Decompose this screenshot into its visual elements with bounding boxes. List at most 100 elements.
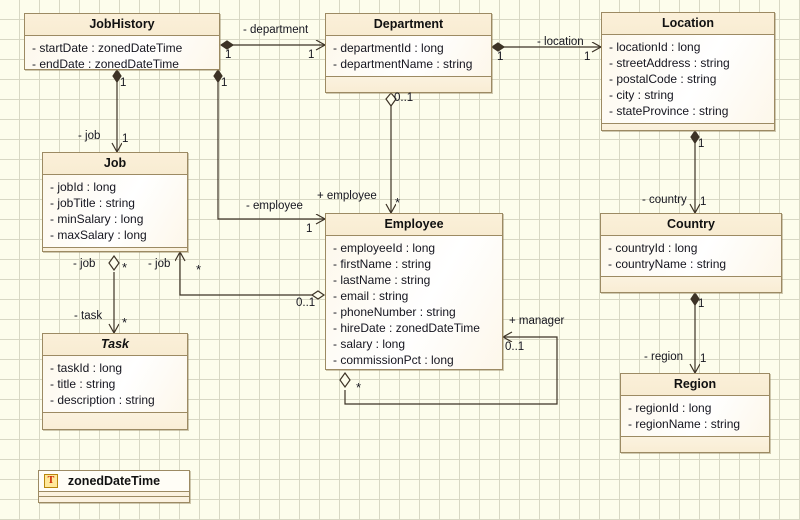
- mult-department-employee-source: 0..1: [394, 92, 414, 104]
- attribute-item: - city : string: [609, 88, 674, 102]
- mult-jobhistory-job-source: 1: [120, 77, 127, 89]
- mult-location-country-target: 1: [700, 196, 707, 208]
- attribute-item: - departmentId : long: [333, 41, 444, 55]
- mult-jobhistory-job-target: 1: [122, 133, 129, 145]
- filled-diamond-jobhistory-department: [219, 40, 235, 50]
- datatype-operations-compartment: [39, 497, 189, 502]
- attribute-item: - jobTitle : string: [50, 196, 135, 210]
- edge-jobhistory-employee: [217, 80, 325, 219]
- class-box-jobhistory[interactable]: JobHistory - startDate : zonedDateTime -…: [24, 13, 220, 70]
- mult-jobhistory-employee-source: 1: [221, 77, 228, 89]
- attribute-item: - postalCode : string: [609, 72, 717, 86]
- attribute-item: - employeeId : long: [333, 241, 436, 255]
- edge-label-manager-role: + manager: [509, 315, 565, 327]
- class-box-location[interactable]: Location - locationId : long - streetAdd…: [601, 12, 775, 131]
- attribute-item: - title : string: [50, 377, 116, 391]
- class-title-country: Country: [601, 214, 781, 236]
- mult-country-region-target: 1: [700, 353, 707, 365]
- attribute-item: - regionId : long: [628, 401, 712, 415]
- open-diamond-employee-manager: [339, 371, 351, 389]
- class-box-region[interactable]: Region - regionId : long - regionName : …: [620, 373, 770, 453]
- attribute-item: - startDate : zonedDateTime: [32, 41, 183, 55]
- class-title-task: Task: [43, 334, 187, 356]
- class-title-department: Department: [326, 14, 491, 36]
- attribute-item: - regionName : string: [628, 417, 741, 431]
- class-attributes-employee: - employeeId : long - firstName : string…: [326, 236, 502, 369]
- mult-job-task-target: *: [122, 315, 128, 330]
- open-diamond-job-task: [108, 254, 120, 272]
- filled-diamond-department-location: [490, 42, 506, 52]
- mult-job-task-source: *: [122, 260, 128, 275]
- edge-label-employee-role-from-department: + employee: [317, 190, 377, 202]
- edge-label-task-role: - task: [74, 310, 103, 322]
- class-box-employee[interactable]: Employee - employeeId : long - firstName…: [325, 213, 503, 370]
- class-box-task[interactable]: Task - taskId : long - title : string - …: [42, 333, 188, 430]
- mult-location-country-source: 1: [698, 138, 705, 150]
- class-operations-task: [43, 413, 187, 429]
- mult-department-location-target: 1: [584, 51, 591, 63]
- class-attributes-jobhistory: - startDate : zonedDateTime - endDate : …: [25, 36, 219, 70]
- class-box-job[interactable]: Job - jobId : long - jobTitle : string -…: [42, 152, 188, 252]
- mult-department-employee-target: *: [395, 195, 401, 210]
- class-attributes-location: - locationId : long - streetAddress : st…: [602, 35, 774, 124]
- datatype-T-icon: T: [44, 474, 58, 488]
- class-title-location: Location: [602, 13, 774, 35]
- attribute-item: - commissionPct : long: [333, 353, 454, 367]
- class-attributes-job: - jobId : long - jobTitle : string - min…: [43, 175, 187, 248]
- attribute-item: - stateProvince : string: [609, 104, 729, 118]
- mult-jobhistory-department-target: 1: [308, 49, 315, 61]
- attribute-item: - streetAddress : string: [609, 56, 730, 70]
- mult-employee-manager-target: 0..1: [505, 341, 525, 353]
- mult-employee-manager-source: *: [356, 380, 362, 395]
- attribute-item: - countryName : string: [608, 257, 727, 271]
- mult-jobhistory-department-source: 1: [225, 49, 232, 61]
- class-box-department[interactable]: Department - departmentId : long - depar…: [325, 13, 492, 93]
- mult-country-region-source: 1: [698, 298, 705, 310]
- attribute-item: - countryId : long: [608, 241, 698, 255]
- attribute-item: - locationId : long: [609, 40, 701, 54]
- class-title-region: Region: [621, 374, 769, 396]
- class-operations-department: [326, 77, 491, 92]
- edge-label-department-role: - department: [243, 24, 309, 36]
- attribute-item: - jobId : long: [50, 180, 117, 194]
- class-attributes-task: - taskId : long - title : string - descr…: [43, 356, 187, 413]
- class-operations-region: [621, 437, 769, 452]
- mult-jobhistory-employee-target: 1: [306, 223, 313, 235]
- attribute-item: - salary : long: [333, 337, 406, 351]
- attribute-item: - email : string: [333, 289, 409, 303]
- edge-label-region-role: - region: [644, 351, 683, 363]
- attribute-item: - firstName : string: [333, 257, 432, 271]
- attribute-item: - lastName : string: [333, 273, 431, 287]
- class-attributes-country: - countryId : long - countryName : strin…: [601, 236, 781, 277]
- attribute-item: - departmentName : string: [333, 57, 473, 71]
- datatype-box-zoneddatetime[interactable]: T zonedDateTime: [38, 470, 190, 503]
- datatype-attributes-compartment: [39, 492, 189, 497]
- attribute-item: - minSalary : long: [50, 212, 144, 226]
- class-operations-location: [602, 124, 774, 130]
- attribute-item: - maxSalary : long: [50, 228, 147, 242]
- attribute-item: - taskId : long: [50, 361, 123, 375]
- edge-label-job-role-from-history: - job: [78, 130, 101, 142]
- mult-employee-job-source: 0..1: [296, 297, 316, 309]
- edge-label-job-role-from-task: - job: [73, 258, 96, 270]
- edge-label-employee-role-from-history: - employee: [246, 200, 303, 212]
- attribute-item: - endDate : zonedDateTime: [32, 57, 179, 70]
- mult-employee-job-target: *: [196, 262, 202, 277]
- datatype-label: zonedDateTime: [67, 474, 161, 488]
- mult-department-location-source: 1: [497, 51, 504, 63]
- class-operations-job: [43, 248, 187, 251]
- edge-label-job-role-from-employee: - job: [148, 258, 171, 270]
- class-title-jobhistory: JobHistory: [25, 14, 219, 36]
- class-title-employee: Employee: [326, 214, 502, 236]
- class-attributes-department: - departmentId : long - departmentName :…: [326, 36, 491, 77]
- edge-label-location-role: - location: [537, 36, 584, 48]
- attribute-item: - phoneNumber : string: [333, 305, 456, 319]
- class-attributes-region: - regionId : long - regionName : string: [621, 396, 769, 437]
- attribute-item: - hireDate : zonedDateTime: [333, 321, 480, 335]
- class-box-country[interactable]: Country - countryId : long - countryName…: [600, 213, 782, 293]
- edge-label-country-role: - country: [642, 194, 687, 206]
- class-title-job: Job: [43, 153, 187, 175]
- attribute-item: - description : string: [50, 393, 155, 407]
- class-operations-country: [601, 277, 781, 292]
